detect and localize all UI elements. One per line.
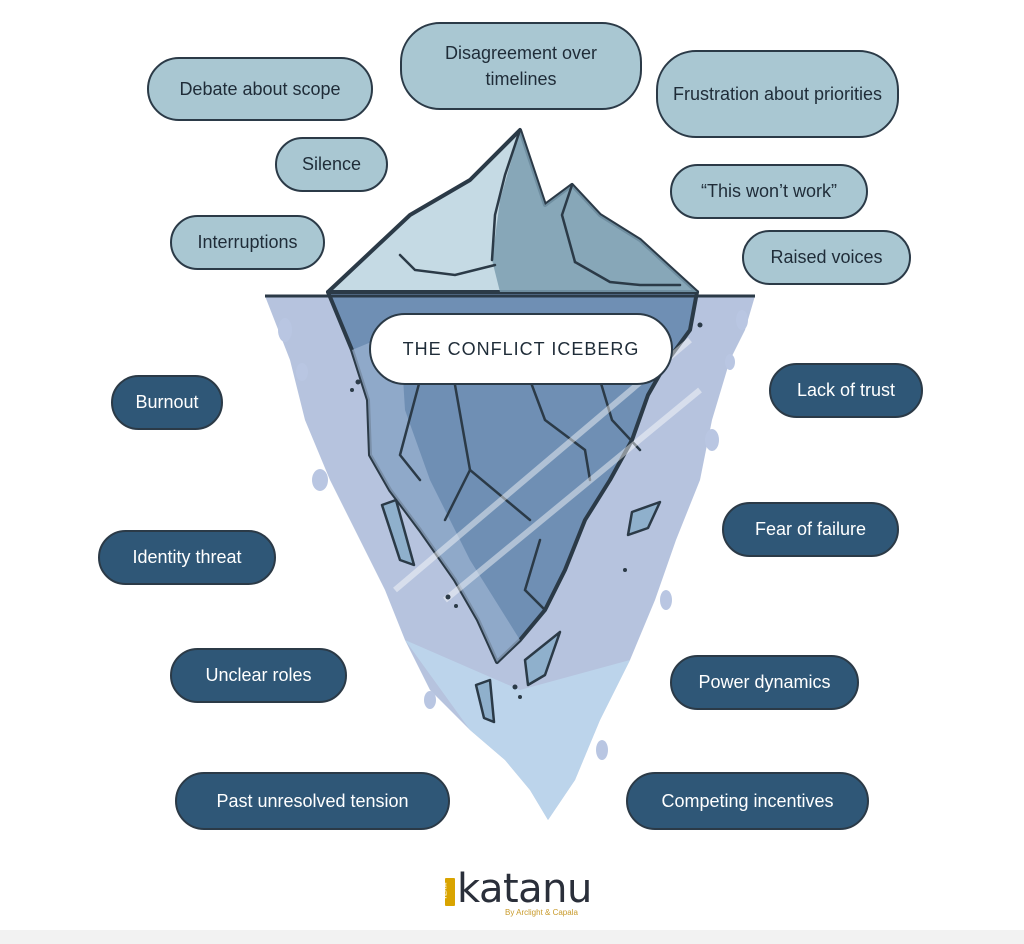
- hidden-fear-of-failure: Fear of failure: [722, 502, 899, 557]
- hidden-power-dynamics: Power dynamics: [670, 655, 859, 710]
- iceberg-underwater-highlight: [352, 330, 520, 662]
- surface-this-wont-work: “This won’t work”: [670, 164, 868, 219]
- hidden-past-unresolved-tension: Past unresolved tension: [175, 772, 450, 830]
- surface-interruptions: Interruptions: [170, 215, 325, 270]
- hidden-competing-incentives: Competing incentives: [626, 772, 869, 830]
- diagram-title: THE CONFLICT ICEBERG: [369, 313, 673, 385]
- surface-silence: Silence: [275, 137, 388, 192]
- logo-tagline: By Arclight & Capala: [505, 908, 578, 917]
- iceberg-cracks: [398, 378, 642, 612]
- ice-shards: [380, 498, 662, 724]
- hidden-identity-threat: Identity threat: [98, 530, 276, 585]
- hidden-unclear-roles: Unclear roles: [170, 648, 347, 703]
- surface-raised-voices: Raised voices: [742, 230, 911, 285]
- hidden-burnout: Burnout: [111, 375, 223, 430]
- iceberg-peak-shadow: [492, 130, 697, 292]
- logo-tag: TEAM: [443, 878, 455, 906]
- ice-debris: [350, 322, 703, 699]
- surface-frustration-about-priorities: Frustration about priorities: [656, 50, 899, 138]
- katanu-logo: TEAM katanu By Arclight & Capala: [443, 866, 605, 922]
- logo-wordmark: katanu: [457, 866, 592, 912]
- water-droplets: [278, 310, 748, 760]
- hidden-lack-of-trust: Lack of trust: [769, 363, 923, 418]
- page-bottom-band: [0, 930, 1024, 944]
- iceberg-peak-lines: [398, 128, 682, 287]
- surface-debate-about-scope: Debate about scope: [147, 57, 373, 121]
- surface-disagreement-over-timelines: Disagreement over timelines: [400, 22, 642, 110]
- water-lower-glow: [405, 640, 630, 820]
